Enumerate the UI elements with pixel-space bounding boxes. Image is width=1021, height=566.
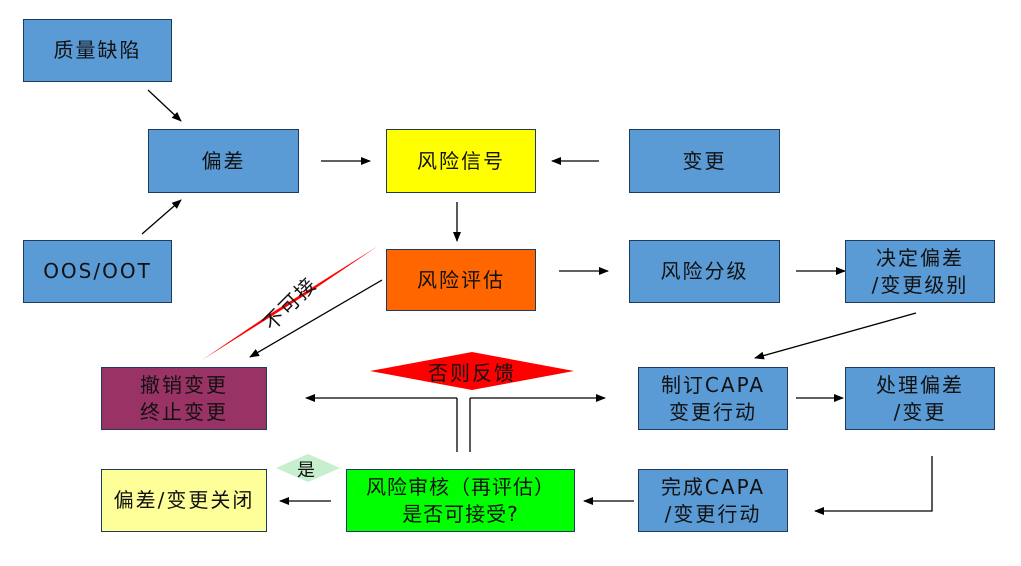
complete-capa-line-2: /变更行动 [664, 501, 762, 526]
closed-node: 偏差/变更关闭 [101, 469, 267, 532]
unacceptable-diamond [202, 246, 378, 360]
risk-signal-label: 风险信号 [417, 148, 505, 173]
oos-oot-node: OOS/OOT [23, 240, 172, 303]
closed-label: 偏差/变更关闭 [113, 488, 255, 512]
yes-diamond [276, 454, 340, 482]
deviation-node: 偏差 [148, 129, 299, 193]
arrow-oos-to-deviation [141, 199, 182, 235]
risk-review-node: 风险审核（再评估） 是否可接受? [346, 469, 575, 532]
change-node: 变更 [629, 129, 780, 193]
complete-capa-node: 完成CAPA /变更行动 [638, 469, 788, 532]
quality-defect-label: 质量缺陷 [53, 38, 142, 62]
feedback-diamond [370, 352, 574, 390]
arrow-defect-to-deviation [147, 89, 182, 122]
arrow-handle-to-complete [814, 456, 933, 515]
quality-defect-node: 质量缺陷 [23, 19, 172, 82]
handle-line-1: 处理偏差 [876, 372, 964, 397]
decide-level-node: 决定偏差 /变更级别 [845, 240, 995, 303]
handle-deviation-node: 处理偏差 /变更 [845, 367, 995, 430]
arrow-assessment-to-withdraw [249, 279, 383, 358]
risk-signal-node: 风险信号 [386, 129, 536, 193]
make-capa-line-1: 制订CAPA [660, 372, 766, 397]
risk-assessment-label: 风险评估 [417, 267, 505, 292]
make-capa-line-2: 变更行动 [669, 399, 757, 424]
yes-label: 是 [297, 460, 317, 481]
decide-level-line-1: 决定偏差 [876, 245, 964, 270]
deviation-label: 偏差 [201, 148, 246, 173]
risk-grading-node: 风险分级 [629, 240, 780, 303]
complete-capa-line-1: 完成CAPA [660, 474, 766, 499]
review-line-2: 是否可接受? [402, 501, 519, 526]
feedback-label: 否则反馈 [428, 361, 516, 385]
risk-grading-label: 风险分级 [660, 259, 749, 283]
arrow-decide-to-capa [754, 312, 917, 360]
oos-oot-label: OOS/OOT [43, 259, 152, 283]
review-line-1: 风险审核（再评估） [366, 474, 555, 499]
handle-line-2: /变更 [893, 399, 947, 424]
withdraw-line-2: 终止变更 [140, 399, 228, 424]
risk-assessment-node: 风险评估 [386, 249, 536, 311]
decide-level-line-2: /变更级别 [871, 272, 969, 297]
make-capa-node: 制订CAPA 变更行动 [638, 367, 788, 430]
withdraw-change-node: 撤销变更 终止变更 [101, 367, 267, 430]
change-label: 变更 [682, 148, 727, 173]
withdraw-line-1: 撤销变更 [140, 372, 228, 397]
